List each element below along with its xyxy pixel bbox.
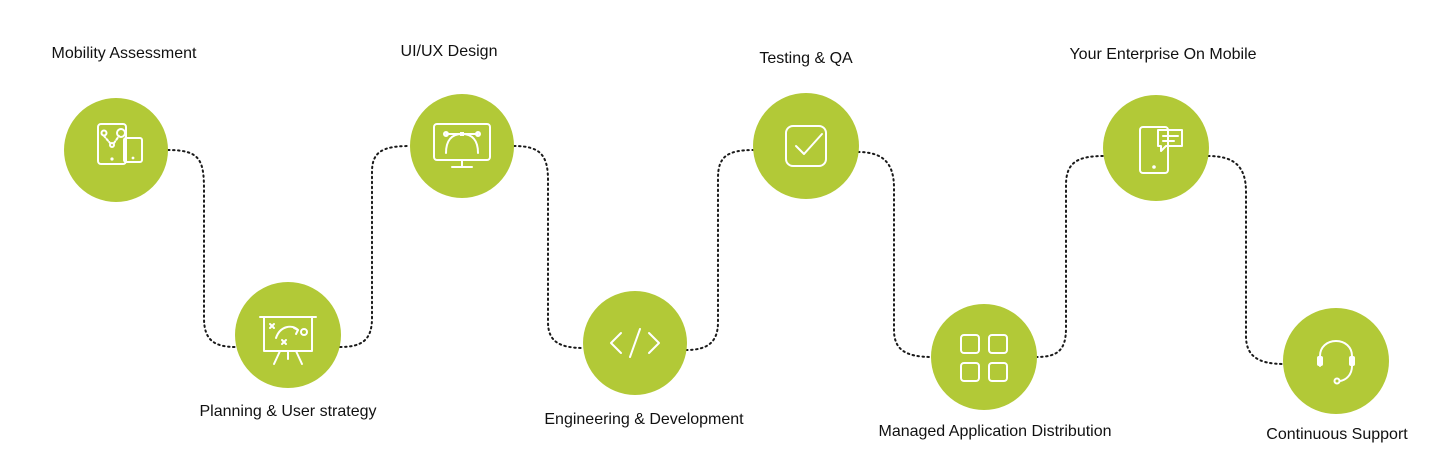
step-node-mobility-assessment: [64, 98, 168, 202]
step-label-ui-ux-design: UI/UX Design: [400, 43, 498, 60]
connectors: [167, 145, 1285, 365]
connector-2-3: [339, 145, 411, 348]
connector-5-6: [857, 151, 933, 358]
strategy-board-icon: [259, 316, 317, 365]
step-label-mobility-assessment: Mobility Assessment: [51, 45, 197, 62]
checkbox-icon: [785, 125, 827, 167]
step-label-managed-application-distribution: Managed Application Distribution: [878, 423, 1112, 440]
step-node-your-enterprise-on-mobile: [1103, 95, 1209, 201]
step-node-testing-qa: [753, 93, 859, 199]
step-label-continuous-support: Continuous Support: [1266, 426, 1408, 443]
design-monitor-icon: [433, 123, 491, 168]
connector-6-7: [1035, 155, 1105, 358]
step-node-ui-ux-design: [410, 94, 514, 198]
step-label-planning-user-strategy: Planning & User strategy: [199, 403, 377, 420]
step-label-engineering-development: Engineering & Development: [544, 411, 744, 428]
step-label-testing-qa: Testing & QA: [759, 50, 853, 67]
headset-icon: [1317, 340, 1355, 385]
connector-7-8: [1207, 155, 1285, 365]
connector-1-2: [167, 149, 237, 348]
step-node-planning-user-strategy: [235, 282, 341, 388]
step-label-your-enterprise-on-mobile: Your Enterprise On Mobile: [1069, 46, 1257, 63]
code-brackets-icon: [610, 328, 660, 358]
app-grid-icon: [960, 334, 1008, 382]
step-node-engineering-development: [583, 291, 687, 395]
step-node-managed-application-distribution: [931, 304, 1037, 410]
mobile-chat-icon: [1139, 126, 1183, 174]
mobile-devices-icon: [97, 123, 143, 165]
connector-4-5: [685, 149, 755, 351]
step-node-continuous-support: [1283, 308, 1389, 414]
connector-3-4: [513, 145, 585, 349]
